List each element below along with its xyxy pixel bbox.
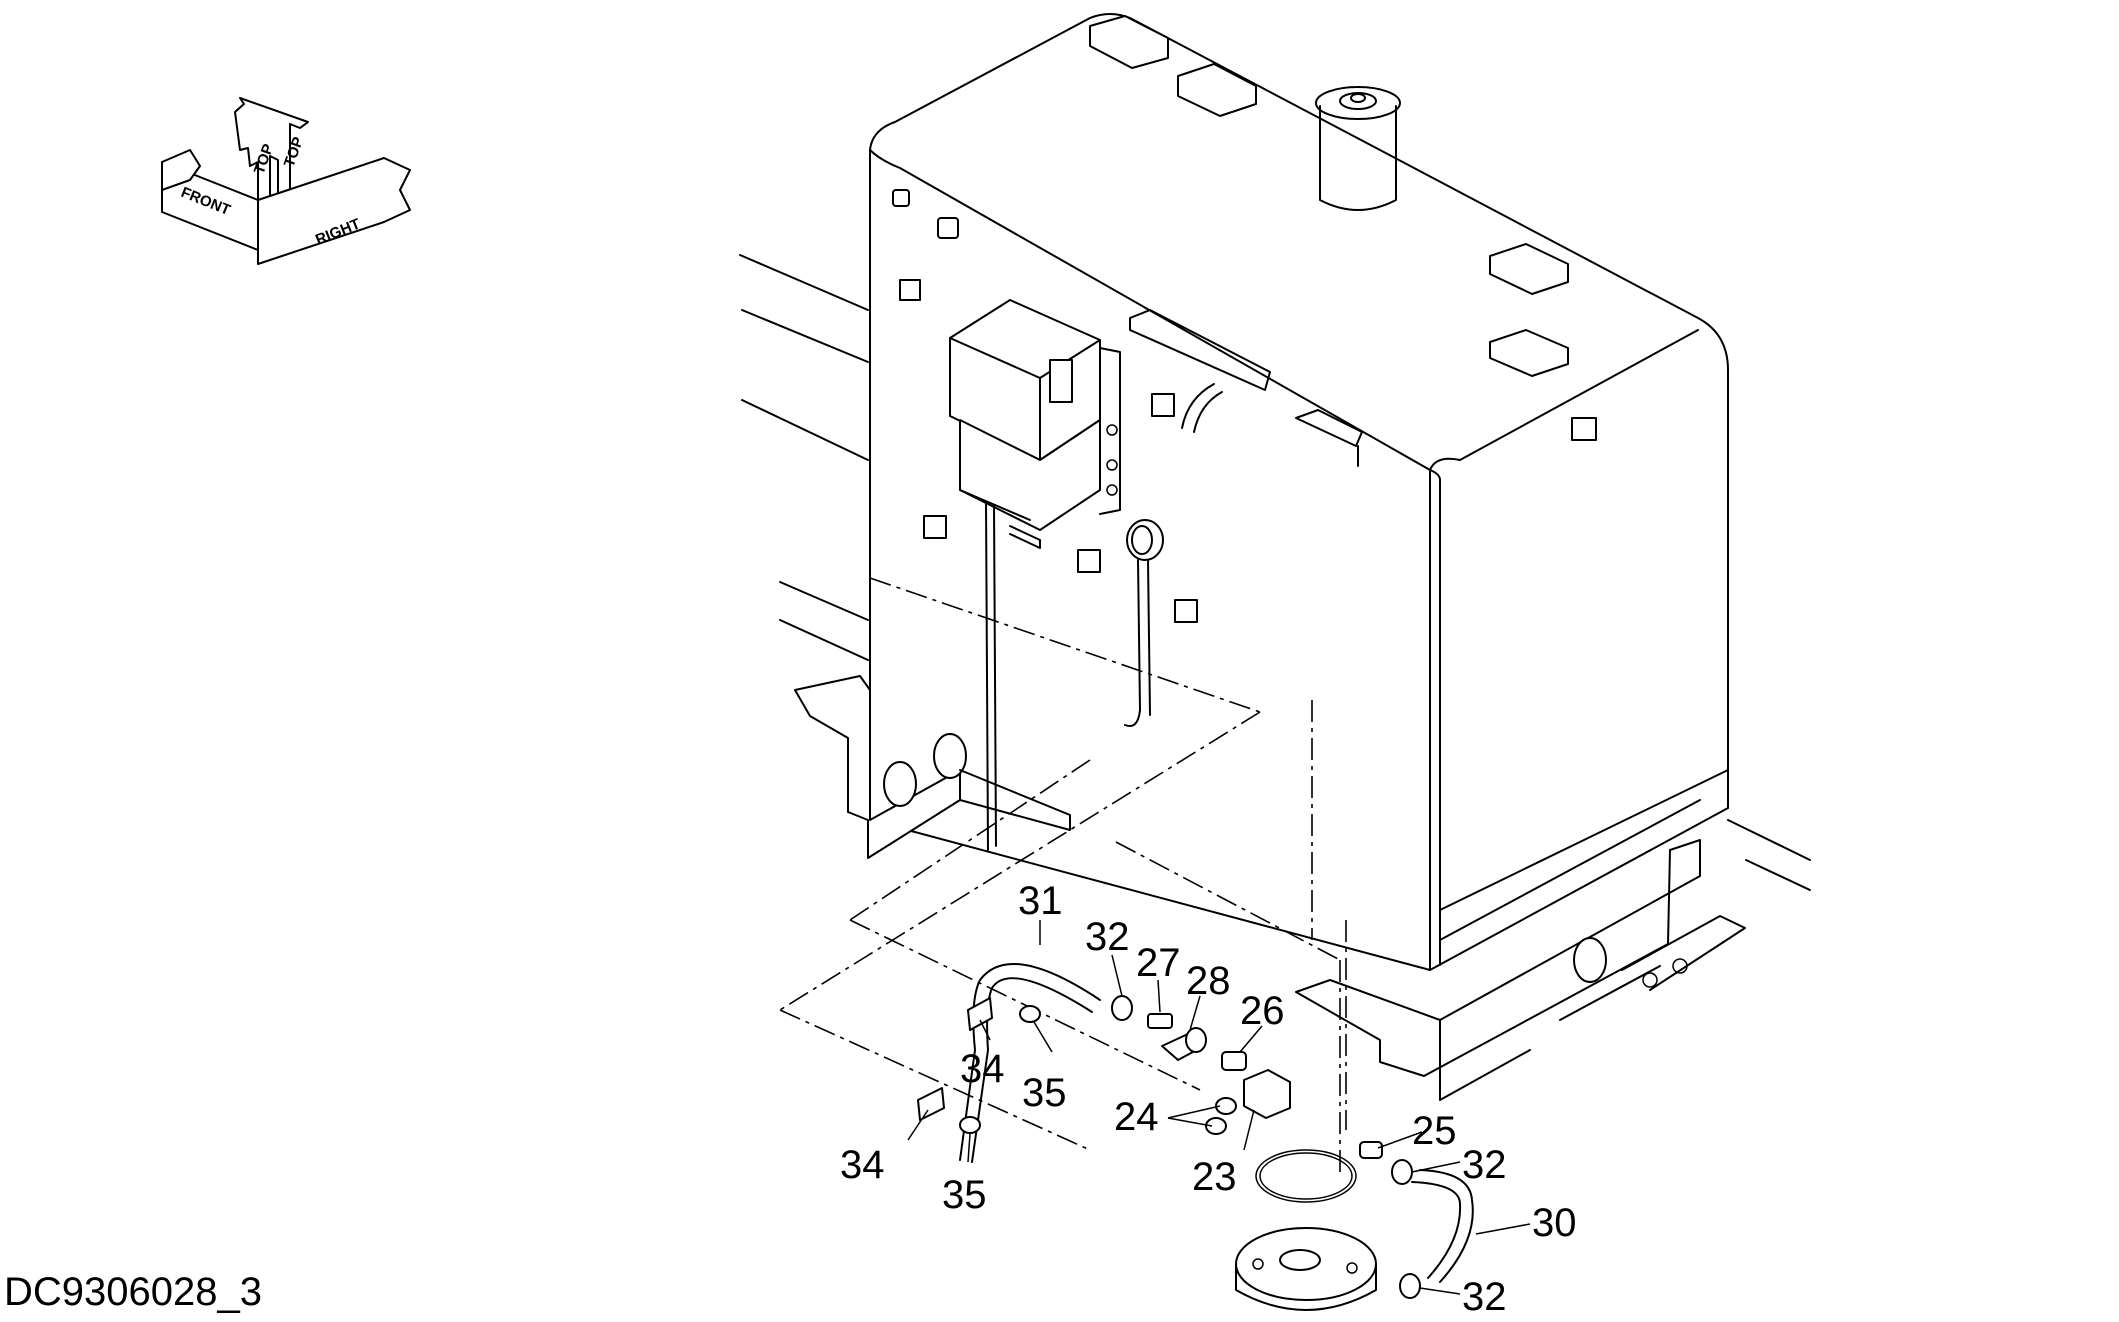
callout-31: 31 (1018, 879, 1063, 923)
callout-23: 23 (1192, 1155, 1237, 1199)
seal-ring (1255, 1149, 1357, 1203)
part-24-bolts (1205, 1097, 1237, 1135)
part-23-block (1243, 1069, 1291, 1119)
reference-lines (779, 577, 1347, 1175)
frame-brackets (794, 675, 1746, 1101)
callout-27: 27 (1136, 941, 1181, 985)
part-34-clamp (917, 997, 993, 1121)
hose-clips (892, 189, 1198, 623)
part-28-union (1161, 1027, 1207, 1061)
fuel-sensor-unit (949, 299, 1121, 851)
callout-labels: 31 32 27 28 26 34 35 24 25 32 34 35 23 3… (840, 879, 1577, 1319)
orientation-arrows: FRONT TOP TOP RIGHT (161, 97, 411, 265)
callout-32-c: 32 (1462, 1275, 1507, 1319)
callout-35-b: 35 (942, 1173, 987, 1217)
part-25-fitting (1359, 1141, 1383, 1159)
part-26-fitting (1221, 1051, 1247, 1071)
callout-34: 34 (960, 1047, 1005, 1091)
callout-35: 35 (1022, 1071, 1067, 1115)
callout-28: 28 (1186, 959, 1231, 1003)
fuel-tank (869, 13, 1729, 971)
callout-25: 25 (1412, 1109, 1457, 1153)
callout-34-b: 34 (840, 1143, 885, 1187)
callout-30: 30 (1532, 1201, 1577, 1245)
callout-32-b: 32 (1462, 1143, 1507, 1187)
leader-lines (907, 920, 1531, 1295)
part-27-connector (1147, 1013, 1173, 1029)
sensor-flange (1235, 1227, 1377, 1311)
callout-24: 24 (1114, 1095, 1159, 1139)
part-32-clamp (1111, 995, 1421, 1299)
frame-background-lines (739, 254, 1811, 891)
top-blocks (1089, 15, 1597, 441)
callout-26: 26 (1240, 989, 1285, 1033)
part-30-hose (1411, 1169, 1474, 1283)
drawing-id: DC9306028_3 (4, 1270, 262, 1314)
callout-32: 32 (1085, 915, 1130, 959)
part-35-bolt (959, 1005, 1041, 1134)
